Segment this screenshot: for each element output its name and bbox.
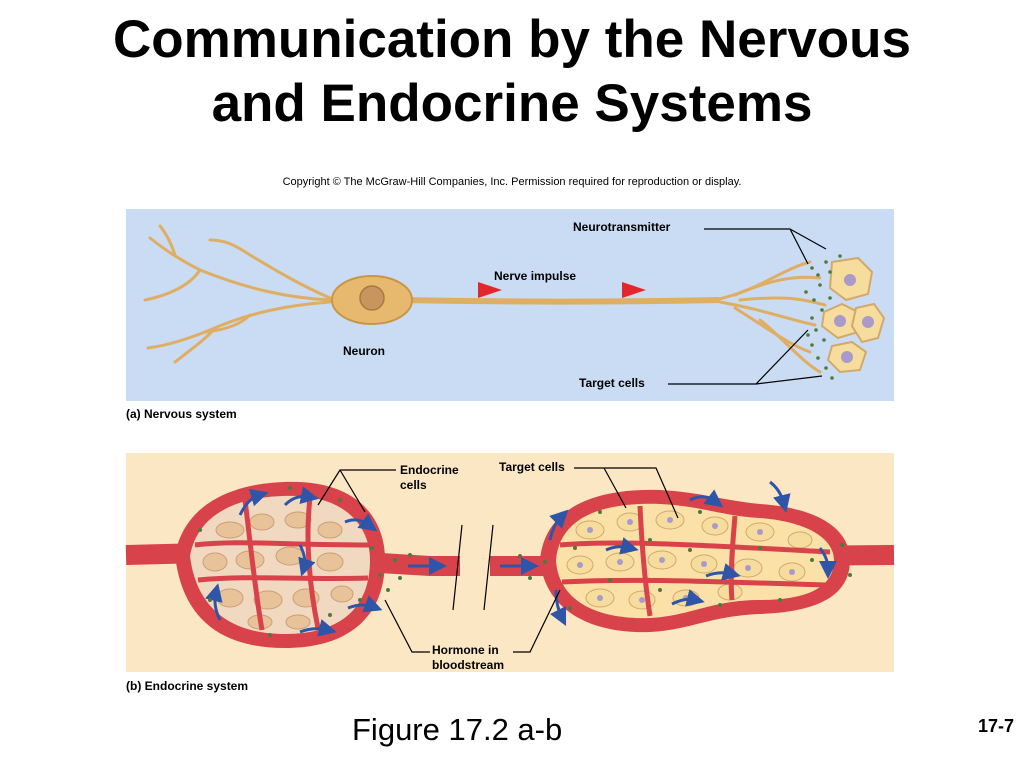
copyright-notice: Copyright © The McGraw-Hill Companies, I… <box>282 176 742 188</box>
slide-number: 17-7 <box>977 716 1014 736</box>
panel-a-leader-lines <box>668 228 827 385</box>
neurotransmitter-label: Neurotransmitter <box>573 220 671 234</box>
neuron-label: Neuron <box>343 344 385 358</box>
blood-flow-arrows <box>205 480 837 637</box>
endocrine-cells-label-line-2: cells <box>400 478 427 492</box>
nerve-impulse-label: Nerve impulse <box>494 269 577 283</box>
nerve-impulse-arrows <box>441 282 646 298</box>
panel-b-leader-lines <box>317 467 679 653</box>
endocrine-target-cells-label: Target cells <box>499 460 565 474</box>
neurotransmitter-dots <box>804 254 842 380</box>
title-line-2: and Endocrine Systems <box>211 74 813 133</box>
distance-break-marks <box>452 524 494 611</box>
hormone-dots <box>198 486 852 637</box>
nervous-system-caption: (a) Nervous system <box>126 407 237 421</box>
hormone-label: Hormone in bloodstream <box>432 643 504 673</box>
hormone-label-line-2: bloodstream <box>432 658 505 672</box>
endocrine-cells-label: Endocrine cells <box>400 463 459 493</box>
endocrine-cells-label-line-1: Endocrine <box>400 463 459 477</box>
figure-label: Figure 17.2 a-b <box>352 712 563 747</box>
nerve-target-cells <box>820 256 886 374</box>
endocrine-system-caption: (b) Endocrine system <box>126 679 249 693</box>
nervous-system-panel <box>126 209 894 401</box>
title-line-1: Communication by the Nervous <box>112 10 912 69</box>
neuron-illustration <box>143 224 827 374</box>
hormone-label-line-1: Hormone in <box>432 643 499 657</box>
nerve-target-cells-label: Target cells <box>579 376 645 390</box>
slide-title: Communication by the Nervous and Endocri… <box>0 8 1024 136</box>
